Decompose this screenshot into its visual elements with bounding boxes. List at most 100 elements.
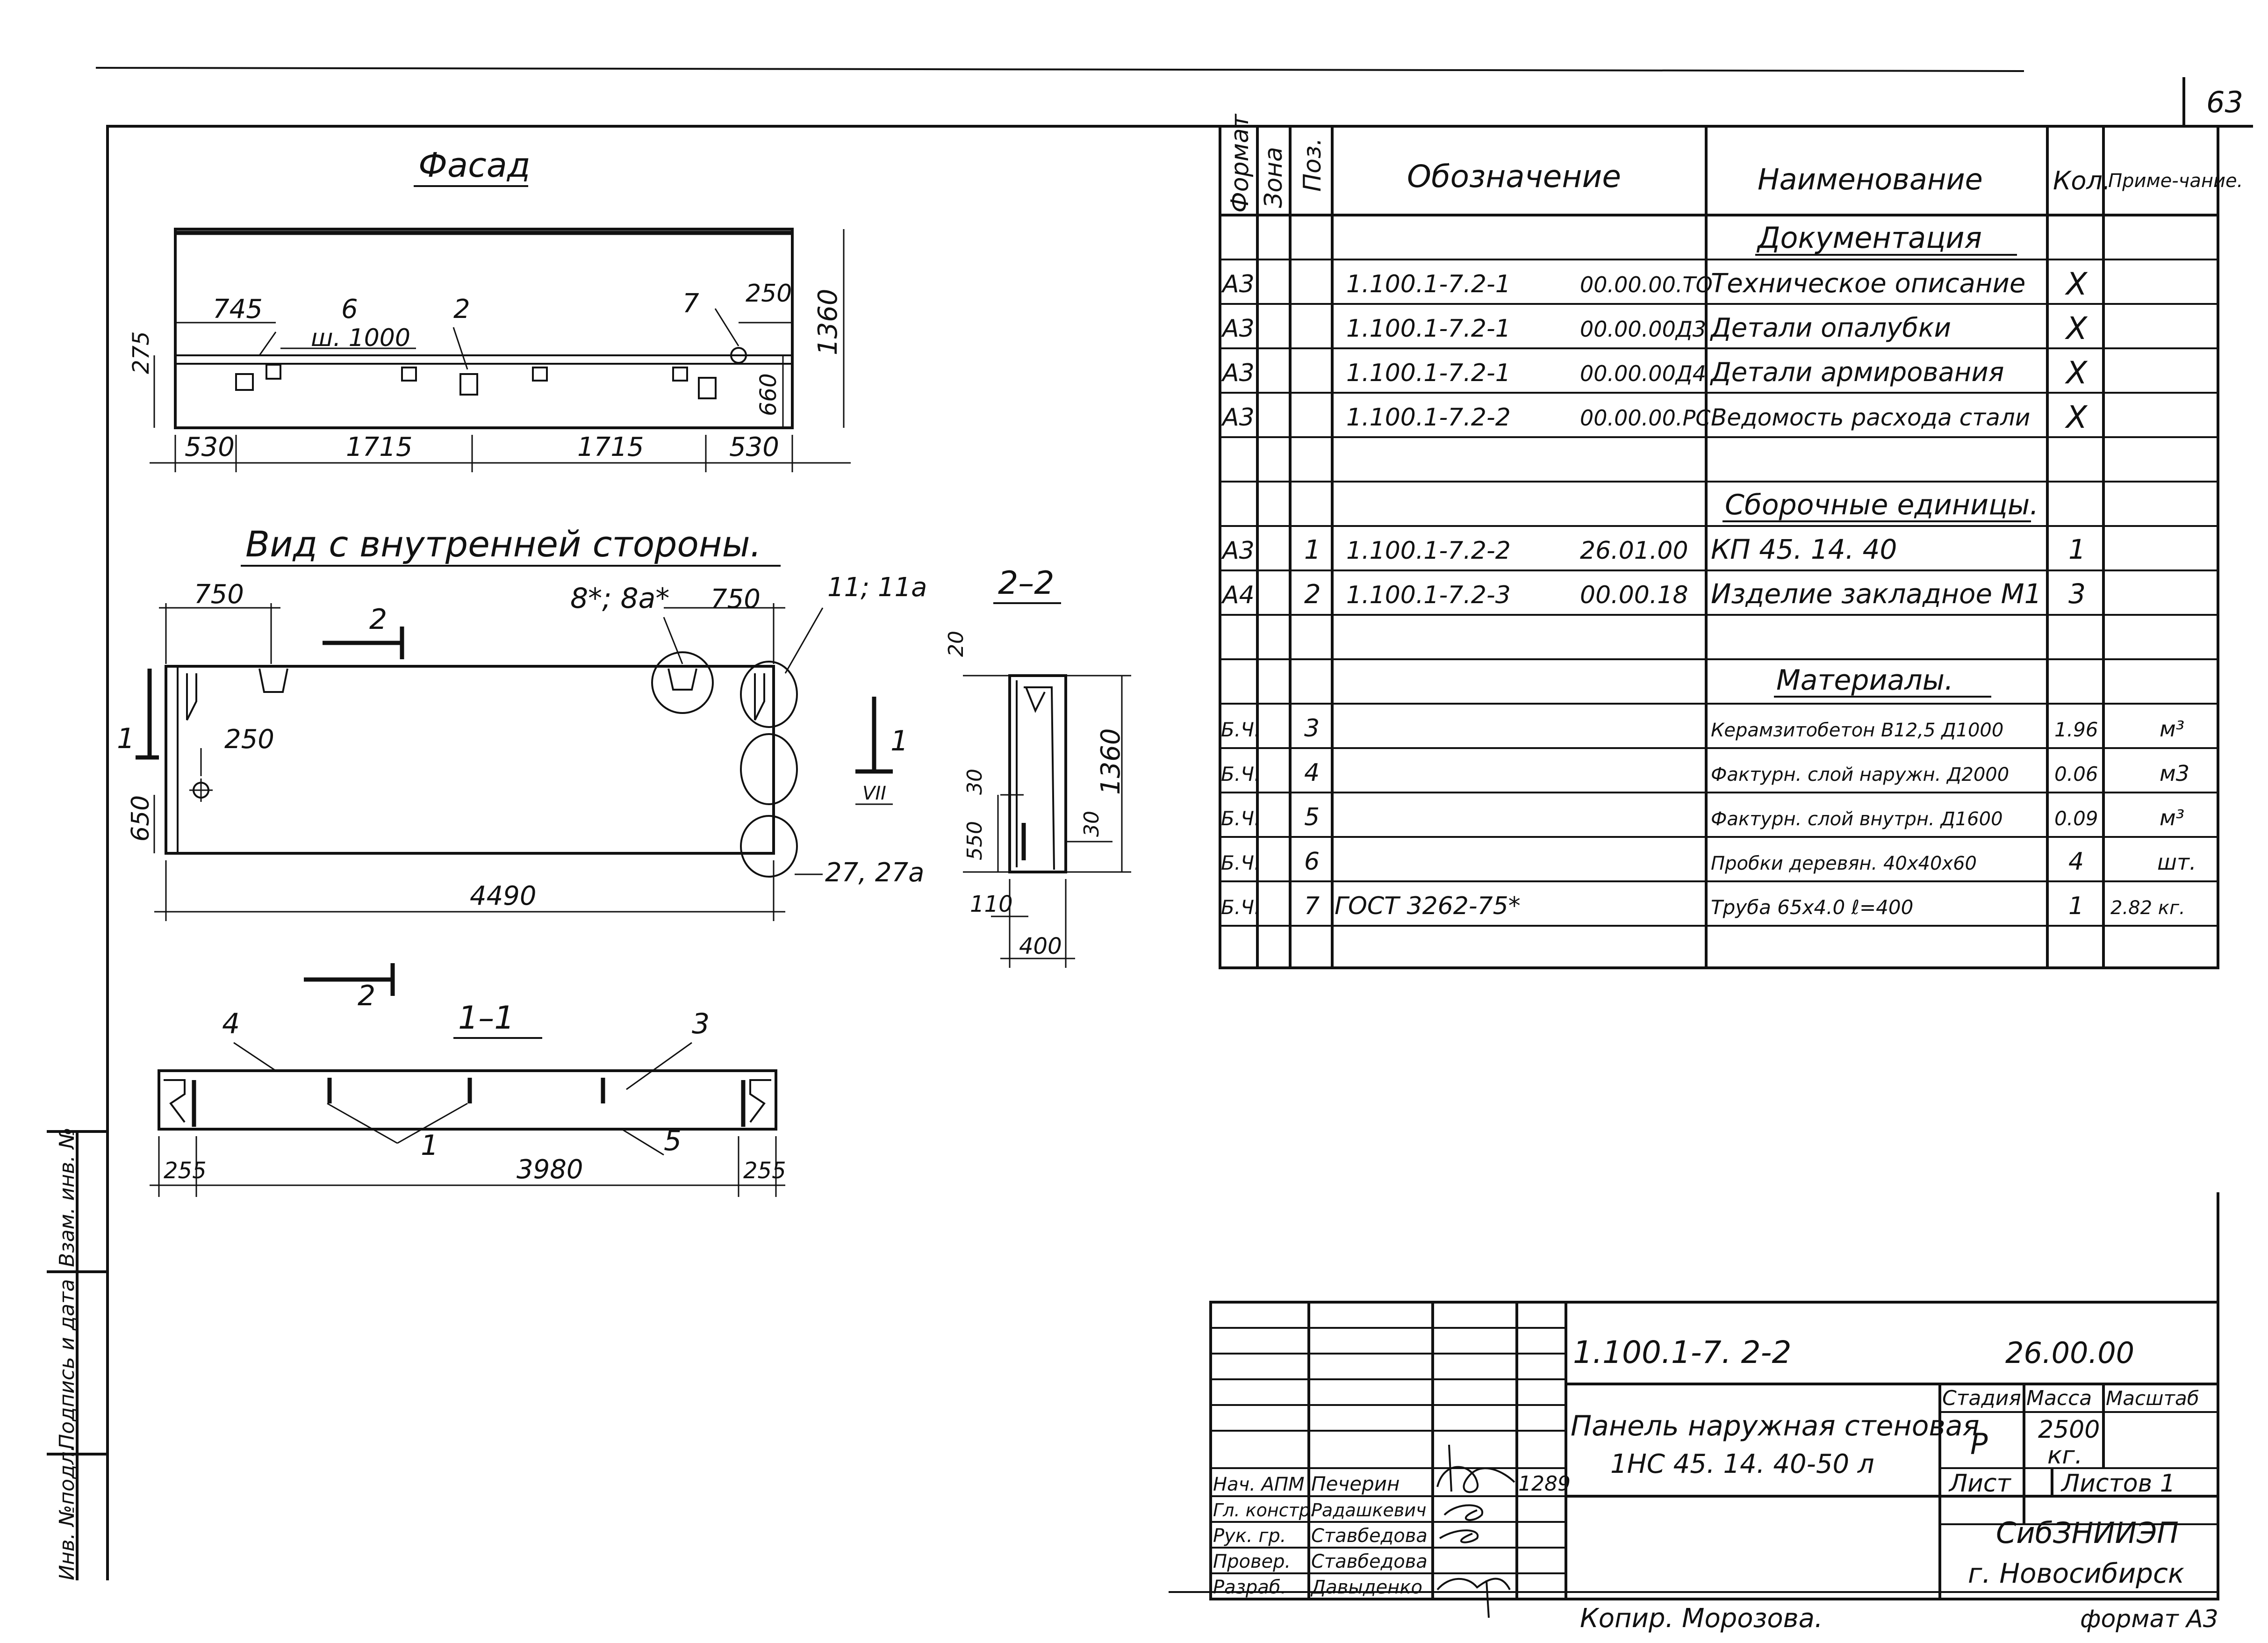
svg-text:5: 5 bbox=[1304, 803, 1320, 831]
svg-text:м³: м³ bbox=[2160, 805, 2184, 830]
svg-text:20: 20 bbox=[944, 631, 968, 657]
spec-table: Формат Зона Поз. Обозначение Наименовани… bbox=[1219, 113, 2243, 969]
node-8-circle bbox=[651, 651, 714, 714]
svg-text:5: 5 bbox=[664, 1124, 682, 1157]
svg-text:400: 400 bbox=[1019, 933, 1062, 959]
svg-text:Гл. констр.: Гл. констр. bbox=[1213, 1500, 1316, 1520]
svg-text:Детали опалубки: Детали опалубки bbox=[1709, 313, 1951, 343]
svg-text:7: 7 bbox=[682, 288, 699, 319]
svg-text:Б.Ч.: Б.Ч. bbox=[1221, 851, 1260, 874]
mass-label: Масса bbox=[2026, 1386, 2092, 1410]
section-1-1-title: 1–1 bbox=[458, 1000, 515, 1037]
svg-text:4: 4 bbox=[222, 1008, 240, 1040]
svg-text:0.06: 0.06 bbox=[2054, 763, 2098, 785]
section-docs: Документация bbox=[1756, 221, 1982, 255]
svg-text:Техническое описание: Техническое описание bbox=[1711, 268, 2025, 299]
handwritten-signatures bbox=[1436, 1444, 1515, 1618]
facade-embed-1 bbox=[235, 373, 254, 391]
side-inv-orig: Инв. №подл. bbox=[55, 1445, 79, 1580]
svg-text:Радашкевич: Радашкевич bbox=[1311, 1500, 1426, 1520]
svg-text:3: 3 bbox=[2068, 578, 2086, 610]
svg-text:8*; 8а*: 8*; 8а* bbox=[570, 582, 669, 615]
svg-text:745: 745 bbox=[213, 294, 263, 324]
organization: СибЗНИИЭП bbox=[1996, 1516, 2179, 1550]
svg-text:Фактурн. слой внутрн. Д1600: Фактурн. слой внутрн. Д1600 bbox=[1711, 808, 2003, 830]
svg-text:7: 7 bbox=[1304, 892, 1320, 920]
sign-date: 1289 bbox=[1518, 1472, 1571, 1496]
inner-outline bbox=[165, 665, 775, 855]
product-name: Панель наружная стеновая bbox=[1571, 1410, 1980, 1442]
mass-unit: кг. bbox=[2047, 1441, 2082, 1470]
svg-text:27, 27а: 27, 27а bbox=[825, 858, 924, 888]
section-1-1: 1–1 4 3 1 5 255 3980 255 bbox=[150, 1000, 786, 1197]
inner-view: Вид с внутренней стороны. bbox=[117, 523, 927, 1012]
section-1-1-outline bbox=[158, 1069, 777, 1131]
svg-text:3: 3 bbox=[1304, 714, 1320, 742]
svg-text:250: 250 bbox=[746, 280, 792, 308]
svg-text:1360: 1360 bbox=[813, 288, 843, 355]
svg-text:2: 2 bbox=[1304, 579, 1321, 610]
node-27-circle bbox=[740, 815, 798, 878]
svg-text:X: X bbox=[2065, 355, 2088, 391]
svg-text:1360: 1360 bbox=[1096, 728, 1126, 795]
facade-title: Фасад bbox=[418, 145, 531, 185]
svg-text:1: 1 bbox=[421, 1129, 438, 1162]
svg-text:3980: 3980 bbox=[517, 1154, 583, 1185]
side-signature-date: Подпись и дата bbox=[55, 1279, 79, 1449]
inner-title: Вид с внутренней стороны. bbox=[245, 523, 761, 565]
svg-text:А3: А3 bbox=[1221, 537, 1255, 565]
svg-text:6: 6 bbox=[1304, 848, 1320, 876]
facade-embed-2 bbox=[459, 373, 478, 396]
svg-text:Пробки деревян. 40х40х60: Пробки деревян. 40х40х60 bbox=[1711, 853, 1977, 874]
svg-text:110: 110 bbox=[970, 891, 1013, 917]
svg-text:КП 45. 14. 40: КП 45. 14. 40 bbox=[1711, 533, 1897, 565]
svg-text:шт.: шт. bbox=[2157, 850, 2196, 875]
svg-text:4: 4 bbox=[1304, 759, 1320, 787]
section-materials: Материалы. bbox=[1776, 664, 1953, 697]
svg-text:00.00.00.РС: 00.00.00.РС bbox=[1580, 405, 1710, 431]
svg-text:255: 255 bbox=[743, 1158, 786, 1184]
svg-text:ш. 1000: ш. 1000 bbox=[311, 324, 410, 352]
header-designation: Обозначение bbox=[1407, 159, 1621, 195]
svg-text:660: 660 bbox=[755, 373, 782, 416]
svg-text:1: 1 bbox=[2068, 892, 2084, 920]
svg-text:530: 530 bbox=[729, 432, 779, 462]
svg-text:ГОСТ 3262-75*: ГОСТ 3262-75* bbox=[1335, 892, 1521, 920]
facade-pipe bbox=[730, 347, 747, 364]
svg-text:Ставбедова: Ставбедова bbox=[1311, 1551, 1428, 1572]
svg-text:650: 650 bbox=[127, 795, 155, 842]
svg-text:А4: А4 bbox=[1221, 581, 1255, 609]
header-format: Формат bbox=[1226, 113, 1254, 213]
header-pos: Поз. bbox=[1299, 138, 1327, 192]
svg-text:1715: 1715 bbox=[577, 432, 644, 462]
stage-label: Стадия bbox=[1942, 1386, 2021, 1410]
svg-text:1.100.1-7.2-2: 1.100.1-7.2-2 bbox=[1346, 537, 1511, 565]
svg-text:1.96: 1.96 bbox=[2054, 718, 2098, 741]
svg-text:1: 1 bbox=[890, 725, 908, 757]
svg-text:Б.Ч.: Б.Ч. bbox=[1221, 807, 1260, 830]
city: г. Новосибирск bbox=[1968, 1557, 2184, 1589]
svg-text:Фактурн. слой наружн. Д2000: Фактурн. слой наружн. Д2000 bbox=[1711, 764, 2009, 785]
svg-text:275: 275 bbox=[128, 331, 154, 374]
svg-text:00.00.00.ТО: 00.00.00.ТО bbox=[1580, 272, 1713, 297]
svg-text:2: 2 bbox=[358, 980, 375, 1012]
svg-text:00.00.00Д4: 00.00.00Д4 bbox=[1580, 361, 1706, 386]
svg-text:250: 250 bbox=[224, 724, 274, 755]
svg-text:2: 2 bbox=[453, 294, 470, 324]
product-mark: 1НС 45. 14. 40-50 л bbox=[1610, 1449, 1874, 1479]
svg-text:1.100.1-7.2-2: 1.100.1-7.2-2 bbox=[1346, 404, 1511, 432]
sheet-label: Лист bbox=[1948, 1470, 2011, 1498]
svg-text:00.00.18: 00.00.18 bbox=[1580, 581, 1688, 609]
svg-text:1.100.1-7.2-1: 1.100.1-7.2-1 bbox=[1346, 315, 1511, 343]
svg-text:А3: А3 bbox=[1221, 315, 1255, 343]
svg-text:Б.Ч.: Б.Ч. bbox=[1221, 896, 1260, 919]
svg-text:750: 750 bbox=[711, 584, 761, 614]
svg-text:Давыденко: Давыденко bbox=[1310, 1577, 1422, 1598]
svg-text:1: 1 bbox=[117, 722, 135, 755]
svg-text:30: 30 bbox=[1080, 811, 1104, 837]
svg-text:Труба 65х4.0 ℓ=400: Труба 65х4.0 ℓ=400 bbox=[1711, 896, 1913, 919]
side-replaces-inv: Взам. инв. № bbox=[55, 1127, 79, 1267]
svg-text:4: 4 bbox=[2068, 848, 2084, 876]
svg-text:Разраб.: Разраб. bbox=[1213, 1577, 1286, 1598]
svg-text:2.82 кг.: 2.82 кг. bbox=[2110, 897, 2185, 919]
